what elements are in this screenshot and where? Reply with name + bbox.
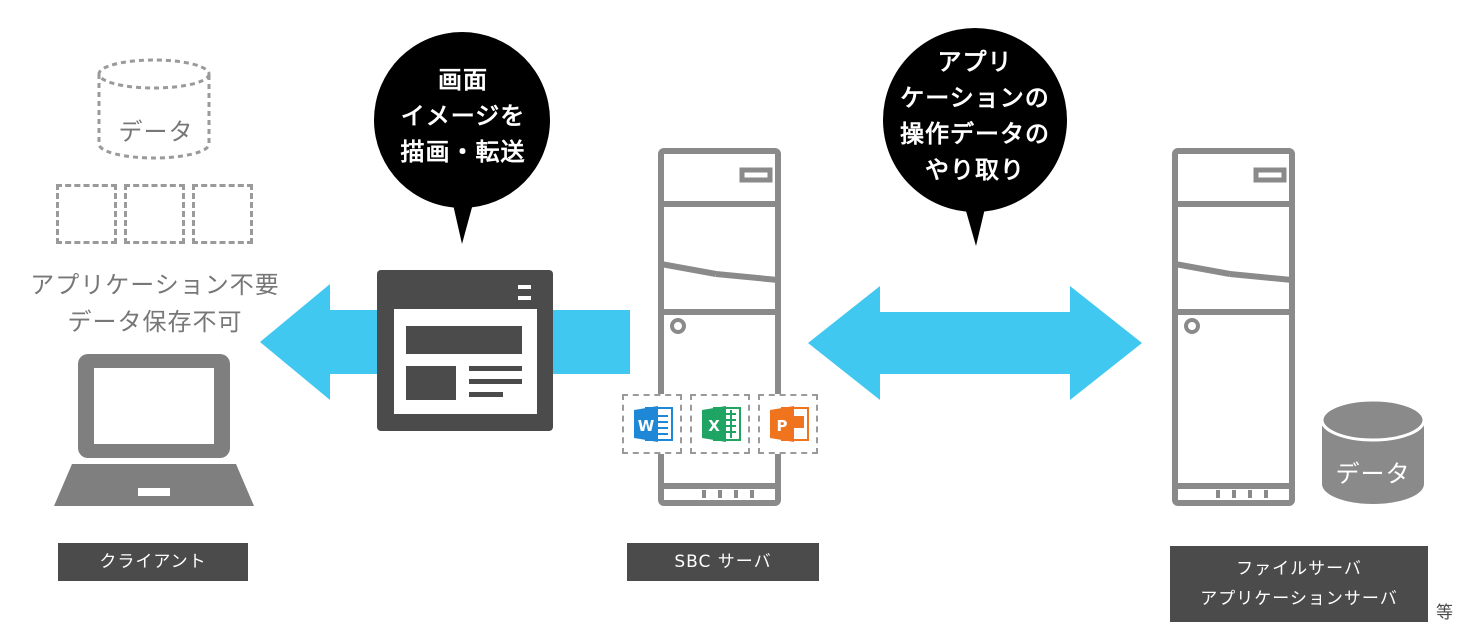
bubble-screen-line2: イメージを bbox=[400, 102, 526, 130]
operation-data-double-arrow bbox=[808, 286, 1142, 400]
screen-window-icon bbox=[377, 270, 553, 431]
bubble-screen-line1: 画面 bbox=[438, 66, 488, 94]
client-data-label: データ bbox=[118, 118, 194, 146]
bubble-operation-line4: やり取り bbox=[925, 156, 1025, 184]
bubble-operation-line1: アプリ bbox=[937, 48, 1013, 76]
word-icon-letter: W bbox=[638, 417, 655, 435]
bubble-screen-line3: 描画・転送 bbox=[400, 138, 526, 166]
file-server-icon bbox=[1172, 148, 1295, 506]
server-data-label: データ bbox=[1335, 460, 1411, 488]
database-icon bbox=[1320, 398, 1426, 504]
sbc-server-label: SBC サーバ bbox=[627, 543, 819, 581]
speech-bubble-operation bbox=[883, 28, 1067, 246]
app-placeholder bbox=[124, 184, 185, 244]
server-icon bbox=[658, 148, 781, 506]
powerpoint-icon-letter: P bbox=[777, 417, 788, 435]
bubble-operation-line3: 操作データの bbox=[900, 120, 1050, 148]
client-note-line1: アプリケーション不要 bbox=[30, 271, 280, 299]
bubble-operation-line2: ケーションの bbox=[900, 84, 1050, 112]
client-label: クライアント bbox=[58, 543, 248, 581]
etc-suffix: 等 bbox=[1436, 603, 1453, 623]
speech-bubble-screen bbox=[374, 32, 550, 244]
bubble-screen-text: 画面 イメージを 描画・転送 bbox=[368, 62, 558, 170]
client-note-line2: データ保存不可 bbox=[67, 308, 243, 336]
laptop-icon bbox=[54, 354, 254, 506]
file-server-label-line2: アプリケーションサーバ bbox=[1200, 589, 1398, 609]
excel-icon-letter: X bbox=[708, 417, 720, 435]
file-server-label-line1: ファイルサーバ bbox=[1236, 559, 1362, 579]
file-server-label: ファイルサーバ アプリケーションサーバ bbox=[1170, 546, 1428, 622]
dashed-database-icon bbox=[97, 58, 211, 160]
word-icon: W bbox=[634, 406, 673, 442]
powerpoint-icon: P bbox=[770, 406, 809, 442]
app-placeholder bbox=[56, 184, 117, 244]
excel-icon: X bbox=[702, 406, 741, 442]
app-placeholder bbox=[192, 184, 253, 244]
bubble-operation-text: アプリ ケーションの 操作データの やり取り bbox=[882, 44, 1068, 188]
